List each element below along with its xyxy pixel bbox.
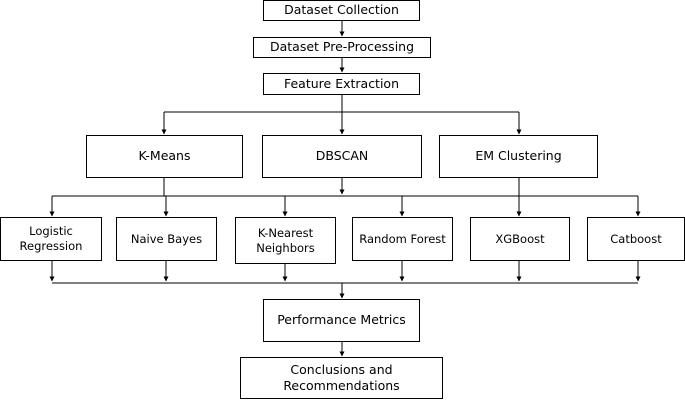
xgboost-box: XGBoost xyxy=(470,217,570,261)
kmeans-box: K-Means xyxy=(86,135,243,178)
k-nearest-neighbors-box: K-Nearest Neighbors xyxy=(235,217,336,264)
catboost-box: Catboost xyxy=(587,217,685,261)
performance-metrics-box: Performance Metrics xyxy=(263,299,420,342)
random-forest-box: Random Forest xyxy=(352,217,453,261)
naive-bayes-box: Naive Bayes xyxy=(116,217,217,261)
logistic-regression-box: Logistic Regression xyxy=(0,217,102,261)
conclusions-recommendations-box: Conclusions and Recommendations xyxy=(240,357,443,399)
feature-extraction-box: Feature Extraction xyxy=(263,73,420,95)
dataset-collection-box: Dataset Collection xyxy=(263,0,420,21)
dbscan-box: DBSCAN xyxy=(262,135,422,178)
dataset-preprocessing-box: Dataset Pre-Processing xyxy=(253,37,431,58)
em-clustering-box: EM Clustering xyxy=(439,135,598,178)
